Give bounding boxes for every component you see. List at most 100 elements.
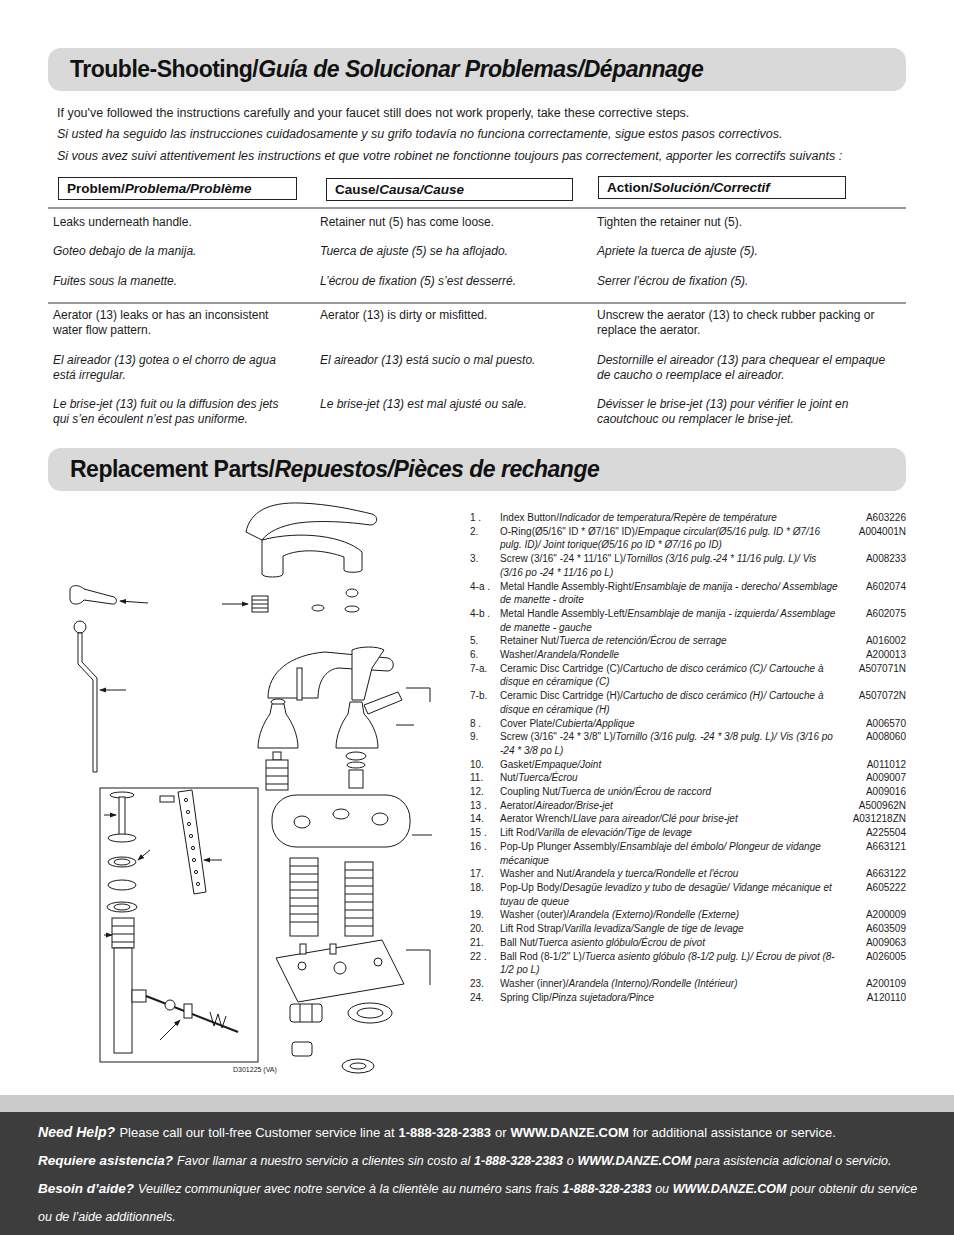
faucet-drawing bbox=[290, 890, 318, 891]
parts-row: 8 .Cover Plate/Cubierta/AppliqueA006570 bbox=[470, 717, 910, 731]
part-name-translation: Tuerca/Écrou bbox=[518, 772, 577, 783]
pop-up-drawing bbox=[112, 934, 134, 935]
pop-up-drawing bbox=[107, 902, 137, 912]
part-name-translation: Cubierta/Applique bbox=[555, 718, 635, 729]
pop-up-drawing bbox=[114, 904, 130, 910]
parts-row: 4-a .Metal Handle Assembly-Right/Ensambl… bbox=[470, 580, 910, 607]
faucet-drawing bbox=[266, 768, 288, 769]
part-description: Washer/Arandela/Rondelle bbox=[500, 648, 840, 662]
part-description: Coupling Nut/Tuerca de unión/Écrou de ra… bbox=[500, 785, 840, 799]
faucet-drawing bbox=[406, 688, 430, 702]
parts-row: 17.Washer and Nut/Arandela y tuerca/Rond… bbox=[470, 867, 910, 881]
faucet-drawing bbox=[300, 944, 306, 954]
part-description: Washer and Nut/Arandela y tuerca/Rondell… bbox=[500, 867, 840, 881]
faucet-drawing bbox=[120, 601, 148, 603]
part-number-index: 23. bbox=[470, 977, 500, 991]
faucet-drawing bbox=[297, 668, 302, 700]
part-code: A507072N bbox=[840, 689, 910, 703]
part-name: Aerator/ bbox=[500, 800, 536, 811]
table-cell: Fuites sous la manette. bbox=[53, 274, 293, 289]
part-number-index: 19. bbox=[470, 908, 500, 922]
part-name: Washer (inner)/ bbox=[500, 978, 569, 989]
table-cell: Tuerca de ajuste (5) se ha aflojado. bbox=[320, 244, 575, 259]
pop-up-drawing bbox=[112, 942, 134, 943]
pop-up-drawing bbox=[165, 1000, 175, 1010]
part-number-index: 4-b . bbox=[470, 607, 500, 621]
part-name: Coupling Nut/ bbox=[500, 786, 561, 797]
help-text: Please call our toll-free Customer servi… bbox=[119, 1125, 394, 1140]
faucet-drawing bbox=[372, 813, 388, 825]
pop-up-drawing bbox=[114, 948, 132, 1053]
faucet-drawing bbox=[252, 600, 268, 601]
title-text: Cause/ bbox=[335, 182, 379, 197]
table-cell: Le brise-jet (13) est mal ajusté ou sale… bbox=[320, 397, 575, 412]
part-description: Pop-Up Plunger Assembly/Ensamblaje del é… bbox=[500, 840, 840, 867]
faucet-drawing bbox=[347, 762, 365, 768]
faucet-drawing bbox=[100, 690, 126, 691]
faucet-drawing bbox=[290, 922, 318, 923]
table-cell: Apriete la tuerca de ajuste (5). bbox=[597, 244, 897, 259]
faucet-drawing bbox=[345, 902, 373, 903]
intro-text: If you've followed the instructions care… bbox=[57, 106, 689, 120]
part-description: Screw (3/16" -24 * 11/16" L)/Tornillos (… bbox=[500, 552, 840, 579]
part-code: A507071N bbox=[840, 662, 910, 676]
part-name: Screw (3/16" -24 * 11/16" L)/ bbox=[500, 553, 626, 564]
part-number-index: 12. bbox=[470, 785, 500, 799]
part-name: Washer/ bbox=[500, 649, 537, 660]
pop-up-drawing bbox=[184, 1004, 192, 1018]
part-description: Washer (inner)/Arandela (Interno)/Rondel… bbox=[500, 977, 840, 991]
faucet-drawing bbox=[292, 1042, 312, 1056]
pop-up-drawing bbox=[187, 822, 190, 825]
faucet-drawing bbox=[222, 604, 248, 605]
help-text: Veuillez communiquer avec notre service … bbox=[138, 1182, 559, 1196]
web-address: WWW.DANZE.COM bbox=[673, 1182, 787, 1196]
title-text: Problem/ bbox=[67, 181, 125, 196]
faucet-drawing bbox=[352, 647, 384, 700]
faucet-drawing bbox=[396, 725, 414, 726]
part-number-index: 3. bbox=[470, 552, 500, 566]
footer-strip bbox=[0, 1095, 954, 1112]
part-description: Spring Clip/Pinza sujetadora/Pince bbox=[500, 991, 840, 1005]
part-number-index: 16 . bbox=[470, 840, 500, 854]
parts-row: 14.Aerator Wrench/Llave para aireador/Cl… bbox=[470, 812, 910, 826]
faucet-drawing bbox=[252, 608, 268, 609]
faucet-drawing bbox=[345, 910, 373, 911]
drawing-number: D301225 (VA) bbox=[233, 1066, 277, 1073]
part-name: Metal Handle Assembly-Left/ bbox=[500, 608, 627, 619]
pop-up-drawing bbox=[108, 857, 136, 867]
title-translation: Causa/Cause bbox=[379, 182, 464, 197]
part-description: Nut/Tuerca/Écrou bbox=[500, 771, 840, 785]
part-description: Lift Rod Strap/Varilla levadiza/Sangle d… bbox=[500, 922, 840, 936]
part-description: Washer (outer)/Arandela (Externo)/Rondel… bbox=[500, 908, 840, 922]
parts-row: 18.Pop-Up Body/Desagüe levadizo y tubo d… bbox=[470, 881, 910, 908]
part-name: Washer and Nut/ bbox=[500, 868, 575, 879]
table-cell: L’écrou de fixation (5) s’est desserré. bbox=[320, 274, 575, 289]
faucet-drawing bbox=[345, 918, 373, 919]
table-rule bbox=[48, 303, 906, 304]
part-number-index: 9. bbox=[470, 730, 500, 744]
part-number-index: 1 . bbox=[470, 511, 500, 525]
faucet-drawing bbox=[357, 1008, 383, 1018]
pop-up-drawing bbox=[189, 834, 192, 837]
faucet-drawing bbox=[346, 752, 366, 760]
part-name: Ball Rod (8-1/2" L)/ bbox=[500, 951, 585, 962]
part-code: A009016 bbox=[840, 785, 910, 799]
parts-row: 7-a.Ceramic Disc Cartridge (C)/Cartucho … bbox=[470, 662, 910, 689]
part-description: Index Button/Indicador de temperatura/Re… bbox=[500, 511, 840, 525]
part-name-translation: Varilla de elevación/Tige de levage bbox=[537, 827, 692, 838]
part-name: Aerator Wrench/ bbox=[500, 813, 573, 824]
part-description: Aerator/Aireador/Brise-jet bbox=[500, 799, 840, 813]
faucet-drawing bbox=[70, 586, 116, 605]
pop-up-drawing bbox=[191, 846, 194, 849]
pop-up-drawing bbox=[160, 796, 174, 802]
pop-up-drawing bbox=[184, 798, 187, 801]
faucet-drawing bbox=[300, 1004, 301, 1022]
faucet-drawing bbox=[374, 958, 382, 966]
title-translation: Problema/Problème bbox=[125, 181, 252, 196]
table-cell: Serrer l’écrou de fixation (5). bbox=[597, 274, 897, 289]
pop-up-drawing bbox=[186, 810, 189, 813]
help-text: o bbox=[567, 1154, 574, 1168]
faucet-drawing bbox=[348, 1003, 392, 1023]
part-name-translation: Arandela (Externo)/Rondelle (Externe) bbox=[569, 909, 739, 920]
part-number-index: 20. bbox=[470, 922, 500, 936]
